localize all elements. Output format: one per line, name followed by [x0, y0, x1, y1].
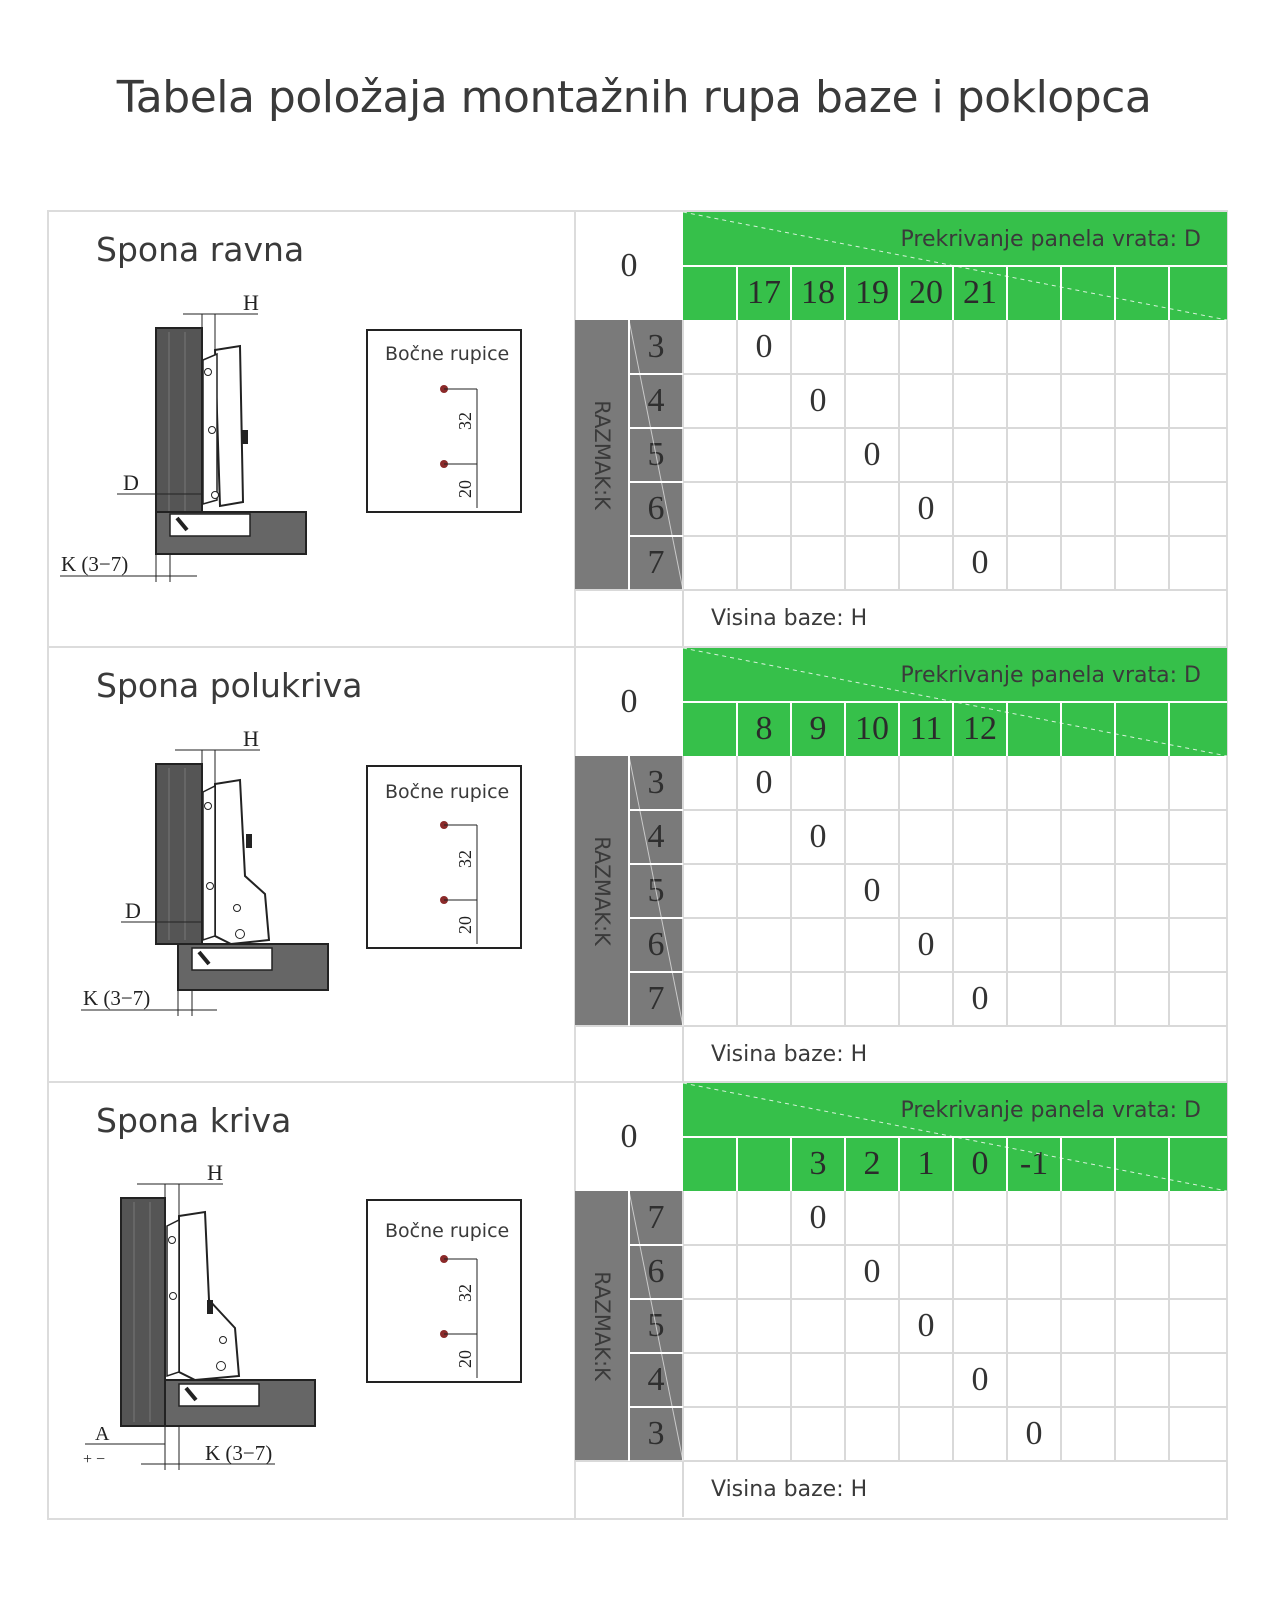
overlay-header-label: Prekrivanje panela vrata: D [900, 1098, 1201, 1123]
k-value: 6 [629, 1245, 683, 1299]
table-frame [47, 210, 1228, 1520]
base-height-label: Visina baze: H [711, 1042, 868, 1067]
k-dimension-label: K (3−7) [83, 986, 150, 1010]
overlay-values-row: 3 2 1 0 -1 [683, 1137, 1227, 1191]
k-axis-band [575, 320, 629, 590]
hinge-drawing-half-bent: H D K (3−7) Bočne rupice 32 20 [81, 726, 522, 1016]
overlay-values-row: 8 9 10 11 12 [683, 702, 1227, 756]
corner-zero: 0 [620, 247, 638, 284]
h-dimension-label: H [243, 290, 259, 315]
table-spona-polukriva: 0 Prekrivanje panela vrata: D 8 9 10 11 … [575, 648, 1227, 1082]
d-value: 21 [963, 274, 997, 311]
d-value: 19 [855, 274, 889, 311]
dim-20-label: 20 [455, 916, 475, 934]
table-cell-value: 0 [971, 980, 989, 1017]
table-grid [575, 212, 1227, 646]
table-cell-value: 0 [1025, 1415, 1043, 1452]
dim-20-label: 20 [455, 1350, 475, 1368]
d-value: 3 [809, 1145, 827, 1182]
overlay-header: Prekrivanje panela vrata: D [683, 648, 1227, 702]
table-cell-value: 0 [971, 544, 989, 581]
dim-32-label: 32 [455, 1284, 475, 1302]
overlay-header-label: Prekrivanje panela vrata: D [900, 227, 1201, 252]
overlay-values-row: 17 18 19 20 21 [683, 266, 1227, 320]
section-label-spona-ravna: Spona ravna [96, 230, 305, 269]
hinge-drawing-bent: H A + − K (3−7) Bočne rupice 32 20 [83, 1160, 522, 1470]
d-value: 10 [855, 710, 889, 747]
table-cell-value: 0 [863, 436, 881, 473]
table-cell-value: 0 [863, 872, 881, 909]
base-height-label: Visina baze: H [711, 1477, 868, 1502]
d-value: 9 [809, 710, 827, 747]
dim-32-label: 32 [455, 850, 475, 868]
h-dimension-label: H [243, 726, 259, 751]
table-cell-value: 0 [917, 490, 935, 527]
table-cell-value: 0 [863, 1253, 881, 1290]
table-cell-value: 0 [755, 328, 773, 365]
plus-minus-label: + − [83, 1451, 105, 1468]
d-dimension-label: D [125, 898, 141, 923]
h-dimension-label: H [207, 1160, 223, 1185]
d-value: 8 [755, 710, 773, 747]
overlay-header: Prekrivanje panela vrata: D [683, 212, 1227, 266]
section-divider [47, 646, 1228, 648]
k-value: 7 [629, 972, 683, 1026]
corner-zero: 0 [620, 683, 638, 720]
table-cell-value: 0 [809, 818, 827, 855]
table-spona-ravna: 0 Prekrivanje panela vrata: D 17 18 19 2… [575, 212, 1227, 646]
d-value: 20 [909, 274, 943, 311]
d-value: 2 [863, 1145, 881, 1182]
page-title: Tabela položaja montažnih rupa baze i po… [116, 72, 1152, 123]
d-value: 18 [801, 274, 835, 311]
k-dimension-label: K (3−7) [61, 552, 128, 576]
d-value: 17 [747, 274, 781, 311]
table-cell-value: 0 [809, 382, 827, 419]
table-cell-value: 0 [755, 764, 773, 801]
table-cell-value: 0 [809, 1199, 827, 1236]
k-value: 6 [629, 482, 683, 536]
k-value: 4 [629, 810, 683, 864]
section-divider [47, 1081, 1228, 1083]
table-cell-value: 0 [971, 1361, 989, 1398]
d-value: 1 [917, 1145, 935, 1182]
base-height-label: Visina baze: H [711, 606, 868, 631]
table-cell-value: 0 [917, 1307, 935, 1344]
k-axis-band [575, 756, 629, 1026]
a-dimension-label: A [95, 1423, 110, 1445]
d-dimension-label: D [123, 470, 139, 495]
hinge-drawing-straight: H D K (3−7) Bočne rupice 32 20 [60, 290, 522, 582]
side-holes-label: Bočne rupice [385, 343, 509, 365]
dim-20-label: 20 [455, 480, 475, 498]
d-value: 0 [971, 1145, 989, 1182]
table-spona-kriva: 0 Prekrivanje panela vrata: D 3 2 1 0 -1… [575, 1083, 1227, 1518]
section-label-spona-kriva: Spona kriva [96, 1101, 292, 1140]
k-value: 6 [629, 918, 683, 972]
corner-zero: 0 [620, 1118, 638, 1155]
d-value: 12 [963, 710, 997, 747]
table-grid [575, 648, 1227, 1082]
k-value: 4 [629, 1353, 683, 1407]
d-value: 11 [909, 710, 943, 747]
k-axis-band [575, 1191, 629, 1461]
overlay-header-label: Prekrivanje panela vrata: D [900, 663, 1201, 688]
k-dimension-label: K (3−7) [205, 1441, 272, 1465]
dim-32-label: 32 [455, 412, 475, 430]
k-value: 3 [629, 1407, 683, 1461]
section-label-spona-polukriva: Spona polukriva [96, 666, 363, 705]
overlay-header: Prekrivanje panela vrata: D [683, 1083, 1227, 1137]
side-holes-label: Bočne rupice [385, 781, 509, 803]
table-cell-value: 0 [917, 926, 935, 963]
table-grid [575, 1083, 1227, 1517]
k-value: 4 [629, 374, 683, 428]
side-holes-label: Bočne rupice [385, 1220, 509, 1242]
d-value: -1 [1019, 1145, 1049, 1182]
